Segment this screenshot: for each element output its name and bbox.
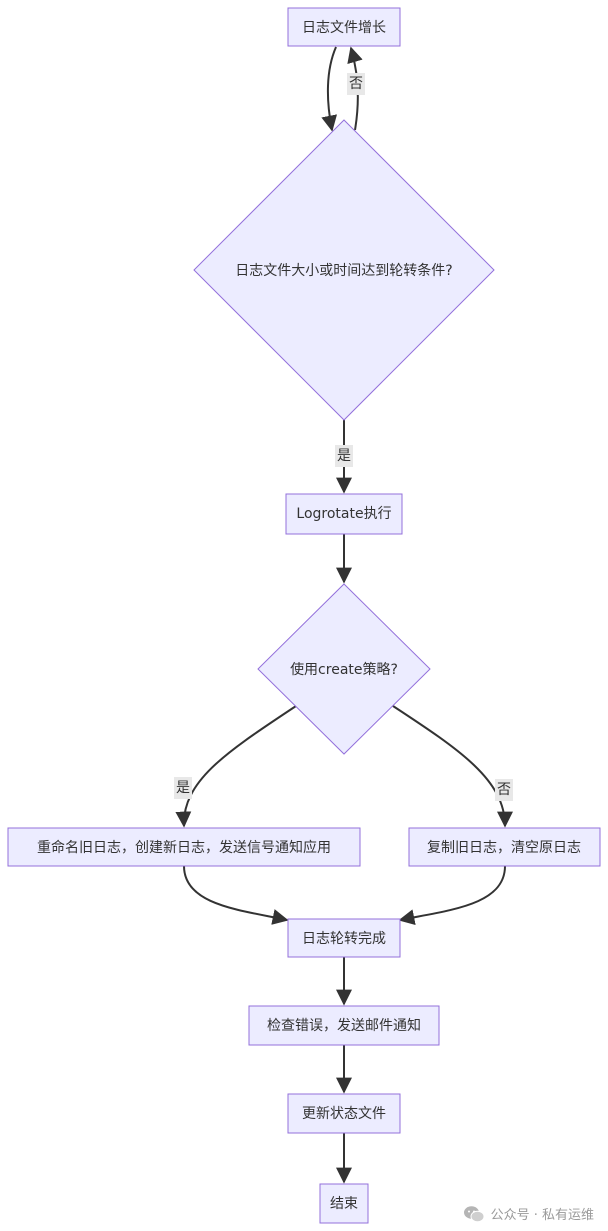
edge-label-yes-rotate: 是	[337, 448, 351, 464]
node-copy-truncate-label: 复制旧日志，清空原日志	[427, 839, 581, 856]
node-update-state-label: 更新状态文件	[302, 1106, 386, 1122]
node-use-create-label: 使用create策略?	[290, 661, 398, 678]
edge-grow-to-check	[321, 46, 338, 132]
node-end-label: 结束	[330, 1196, 358, 1212]
node-check-rotate: 日志文件大小或时间达到轮转条件?	[193, 119, 495, 421]
edge-create-no	[392, 705, 513, 828]
node-check-rotate-label: 日志文件大小或时间达到轮转条件?	[235, 262, 452, 279]
node-check-errors-label: 检查错误，发送邮件通知	[267, 1017, 421, 1034]
edge-labels: 否 是 是 否	[174, 73, 513, 801]
edge-rename-to-done	[183, 865, 289, 925]
node-log-grow-label: 日志文件增长	[302, 20, 386, 36]
node-logrotate-exec: Logrotate执行	[285, 493, 403, 535]
edges	[175, 46, 513, 1184]
edge-label-no-create: 否	[497, 782, 511, 798]
node-copy-truncate: 复制旧日志，清空原日志	[408, 827, 601, 867]
edge-label-no-loop: 否	[349, 76, 363, 92]
node-log-grow: 日志文件增长	[287, 7, 401, 47]
node-rotate-done-label: 日志轮转完成	[302, 931, 386, 947]
watermark-text: 公众号 · 私有运维	[490, 1208, 594, 1223]
node-end: 结束	[319, 1183, 369, 1224]
edge-copy-to-done	[398, 865, 506, 926]
wechat-icon	[463, 1205, 485, 1222]
node-rename-create-label: 重命名旧日志，创建新日志，发送信号通知应用	[37, 839, 331, 856]
watermark: 公众号 · 私有运维	[463, 1204, 594, 1223]
edge-create-yes	[175, 705, 297, 828]
node-check-errors: 检查错误，发送邮件通知	[248, 1005, 440, 1046]
nodes: 日志文件增长 日志文件大小或时间达到轮转条件? Logrotate执行 使用cr…	[7, 7, 601, 1224]
node-rotate-done: 日志轮转完成	[287, 918, 401, 958]
node-update-state: 更新状态文件	[287, 1093, 401, 1134]
node-logrotate-exec-label: Logrotate执行	[296, 506, 391, 522]
node-use-create: 使用create策略?	[257, 583, 431, 755]
edge-label-yes-create: 是	[176, 780, 190, 796]
node-rename-create: 重命名旧日志，创建新日志，发送信号通知应用	[7, 827, 361, 867]
